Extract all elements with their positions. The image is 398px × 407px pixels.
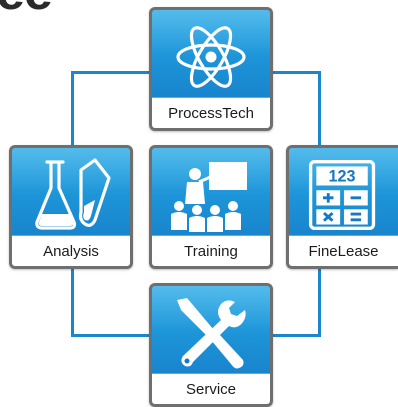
analysis-tile[interactable]: Analysis [9,145,133,269]
processtech-label: ProcessTech [152,97,270,128]
cropped-heading-fragment: ee [0,0,53,18]
finelease-label: FineLease [289,235,398,266]
classroom-presentation-icon [171,162,247,232]
training-tile[interactable]: Training [149,145,273,269]
analysis-label: Analysis [12,235,130,266]
service-label: Service [152,373,270,404]
wrench-screwdriver-icon [177,298,246,369]
calculator-icon: 123 [308,160,376,230]
finelease-tile[interactable]: 123 FineLease [286,145,398,269]
atom-icon [176,26,246,88]
processtech-tile[interactable]: ProcessTech [149,7,273,131]
lab-flask-icon [35,158,111,230]
calculator-display: 123 [329,168,356,186]
training-label: Training [152,235,270,266]
service-tile[interactable]: Service [149,283,273,407]
